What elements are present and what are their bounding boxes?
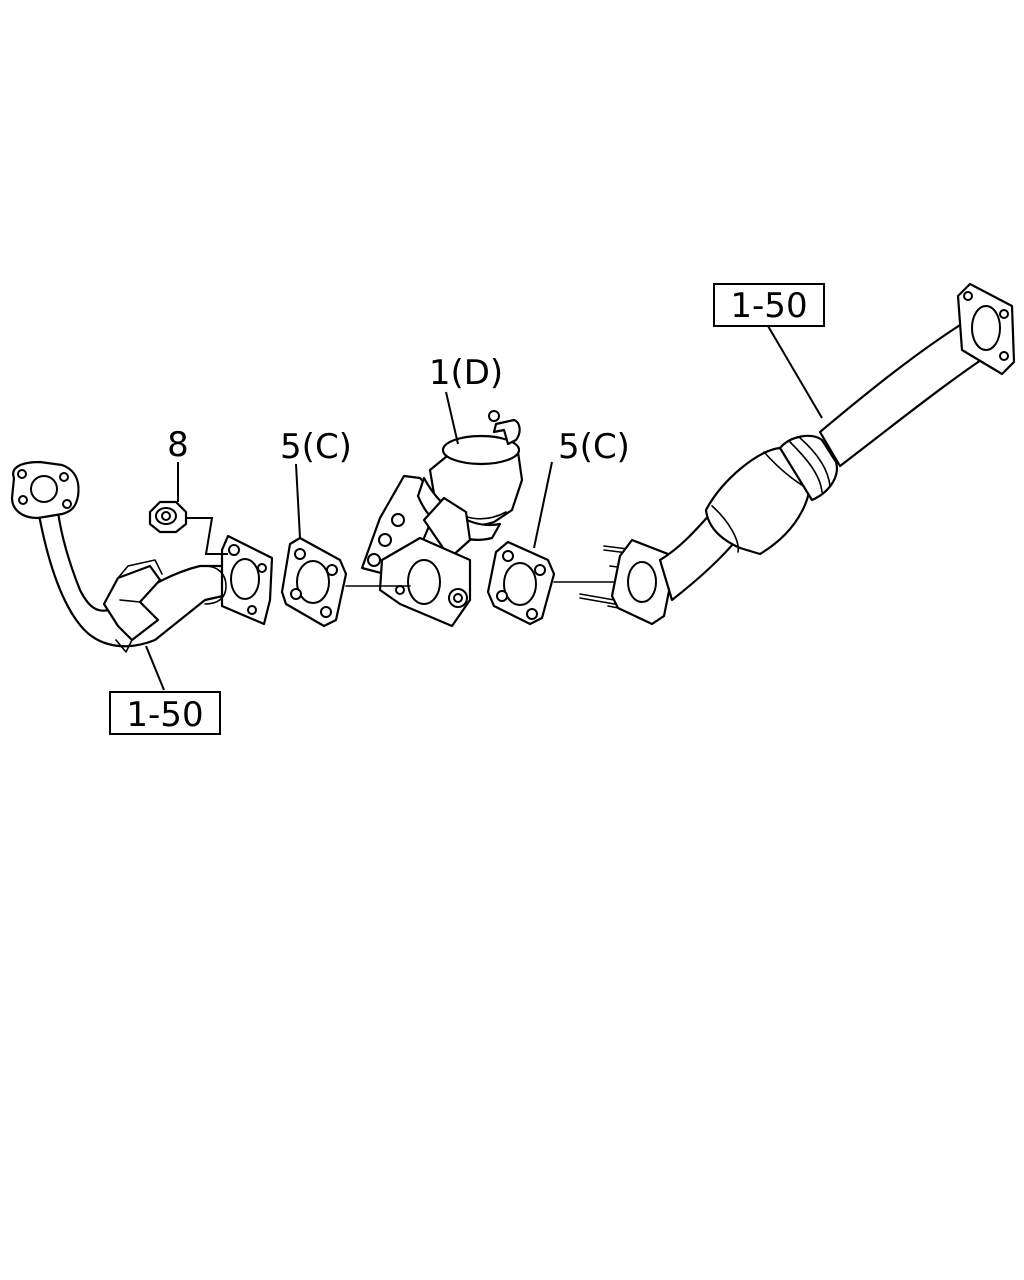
callout-part-5-left: 5(C) xyxy=(280,427,352,467)
leader-lines xyxy=(145,325,823,691)
callout-box xyxy=(713,283,825,327)
callout-box xyxy=(109,691,221,735)
callout-part-1: 1(D) xyxy=(429,353,503,393)
callout-ref-top-right-text: 1-50 xyxy=(730,286,807,326)
front-exhaust-pipe xyxy=(10,460,274,653)
rear-exhaust-pipe xyxy=(579,282,1016,626)
catalytic-converter xyxy=(345,410,524,628)
gasket-left xyxy=(280,536,348,628)
callout-part-8: 8 xyxy=(167,425,189,465)
callout-ref-bottom-left: 1-50 xyxy=(109,691,221,735)
callout-part-5-right: 5(C) xyxy=(558,427,630,467)
gasket-right xyxy=(486,540,641,626)
flange-nut xyxy=(148,500,188,534)
callout-ref-bottom-left-text: 1-50 xyxy=(126,695,203,735)
callout-ref-top-right: 1-50 xyxy=(713,283,825,327)
